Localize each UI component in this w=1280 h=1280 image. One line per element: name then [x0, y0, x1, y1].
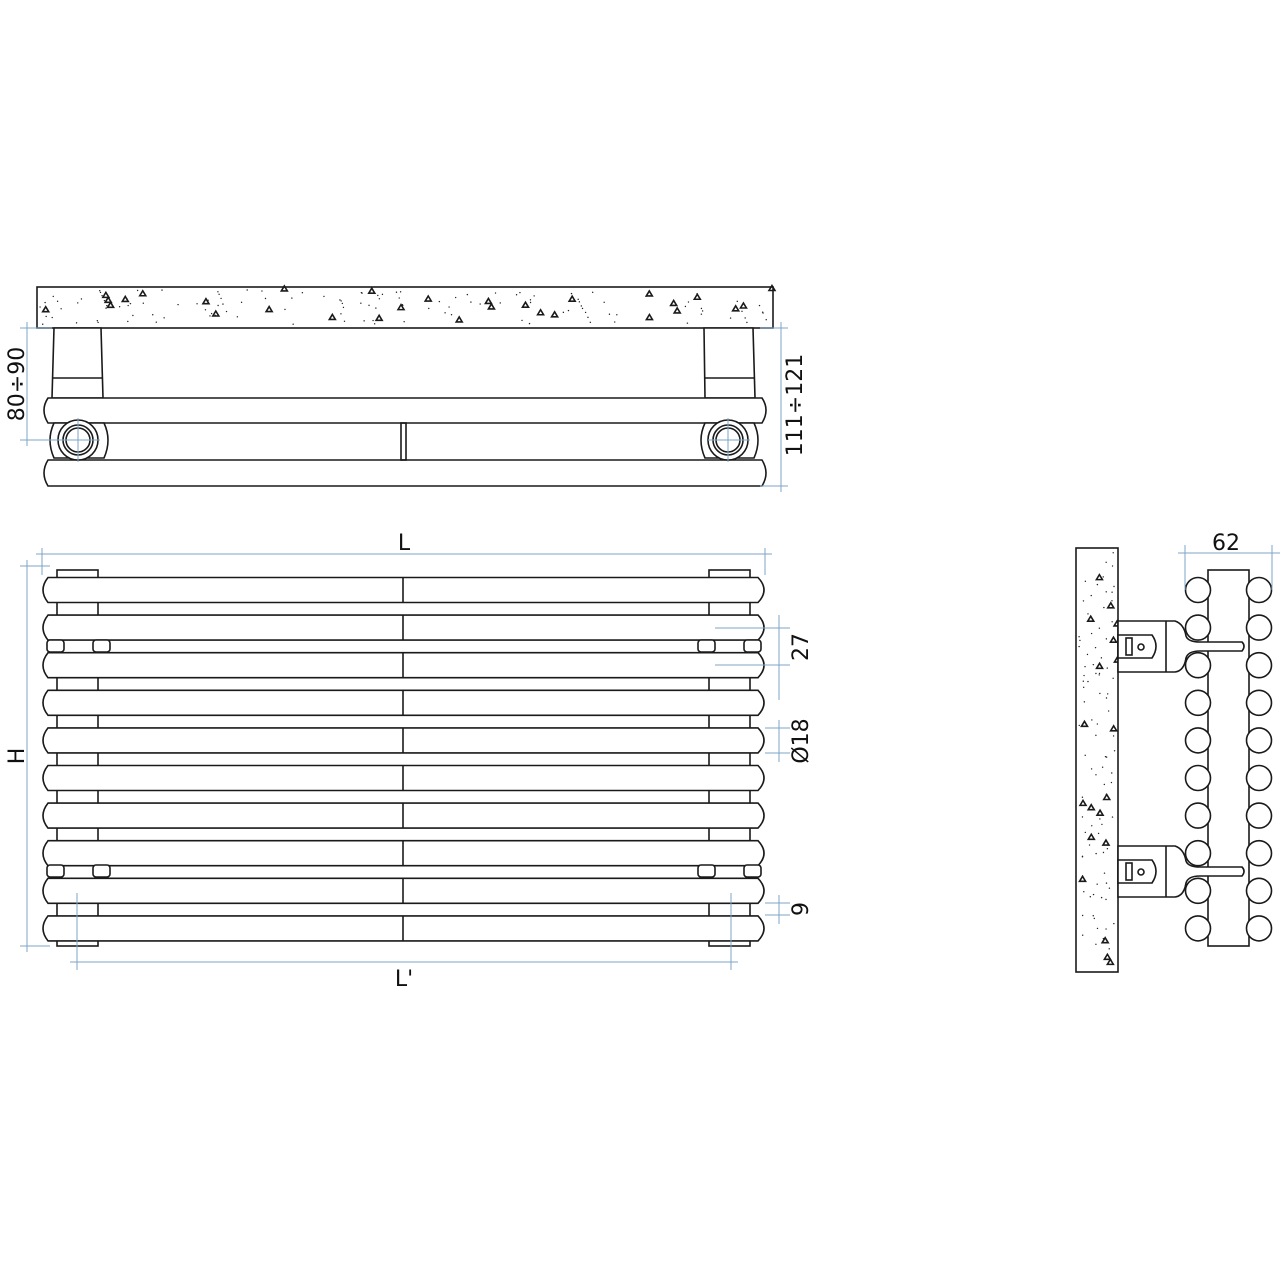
wall-brackets	[1117, 620, 1245, 898]
bracket-left	[51, 327, 104, 399]
wall-bracket	[1117, 620, 1245, 673]
front-view: L H 27 Ø18 9 L'	[5, 531, 814, 992]
wall-slab-side	[1075, 547, 1119, 973]
tube-section	[1245, 915, 1273, 942]
bracket-clip	[697, 864, 716, 878]
bracket-clip	[743, 864, 762, 878]
collector-side	[1207, 569, 1250, 947]
tube-section	[1184, 764, 1212, 792]
bracket-clip	[46, 864, 65, 878]
center-divider	[400, 422, 407, 461]
tube-section	[1245, 651, 1273, 679]
tube-section	[1184, 727, 1212, 754]
dim-width-label: 62	[1212, 531, 1240, 556]
tube-section	[1184, 915, 1212, 942]
side-view: 62	[1075, 531, 1280, 973]
tube-section	[1184, 689, 1212, 717]
concrete-texture	[39, 283, 777, 325]
tube-section	[1184, 877, 1212, 905]
tube-top-upper	[43, 397, 767, 424]
tube-section	[1245, 576, 1273, 604]
tube-section	[1184, 614, 1212, 641]
dim-total-label: 111÷121	[783, 354, 808, 456]
tube-section	[1184, 839, 1212, 867]
tube-section	[1245, 689, 1273, 717]
wall-bracket	[1117, 845, 1245, 898]
bracket-clip	[697, 639, 716, 653]
dim-length-label: L	[398, 531, 411, 556]
tube-section	[1245, 727, 1273, 754]
dim-gap-label: 9	[789, 902, 814, 916]
tubes	[42, 576, 765, 942]
dim-tube-label: Ø18	[789, 718, 814, 763]
dim-depth-label: 80÷90	[5, 347, 30, 421]
dim-centers-label: L'	[395, 967, 413, 992]
tube-section	[1245, 802, 1273, 829]
tube-section	[1184, 651, 1212, 679]
tube-section	[1245, 614, 1273, 641]
bracket-clip	[46, 639, 65, 653]
tube-sections	[1184, 576, 1273, 942]
wall-slab-top	[36, 286, 774, 329]
bracket-right	[703, 327, 756, 399]
tube-section	[1245, 764, 1273, 792]
bracket-clip	[92, 864, 111, 878]
bracket-clip	[743, 639, 762, 653]
tube-section	[1245, 877, 1273, 905]
dim-height-label: H	[5, 748, 30, 765]
bracket-clip	[92, 639, 111, 653]
tube-section	[1245, 839, 1273, 867]
tube-top-lower	[43, 459, 767, 487]
tube-section	[1184, 576, 1212, 604]
tube-section	[1184, 802, 1212, 829]
top-view: 80÷90 111÷121	[5, 283, 808, 492]
dim-pitch-label: 27	[789, 633, 814, 661]
